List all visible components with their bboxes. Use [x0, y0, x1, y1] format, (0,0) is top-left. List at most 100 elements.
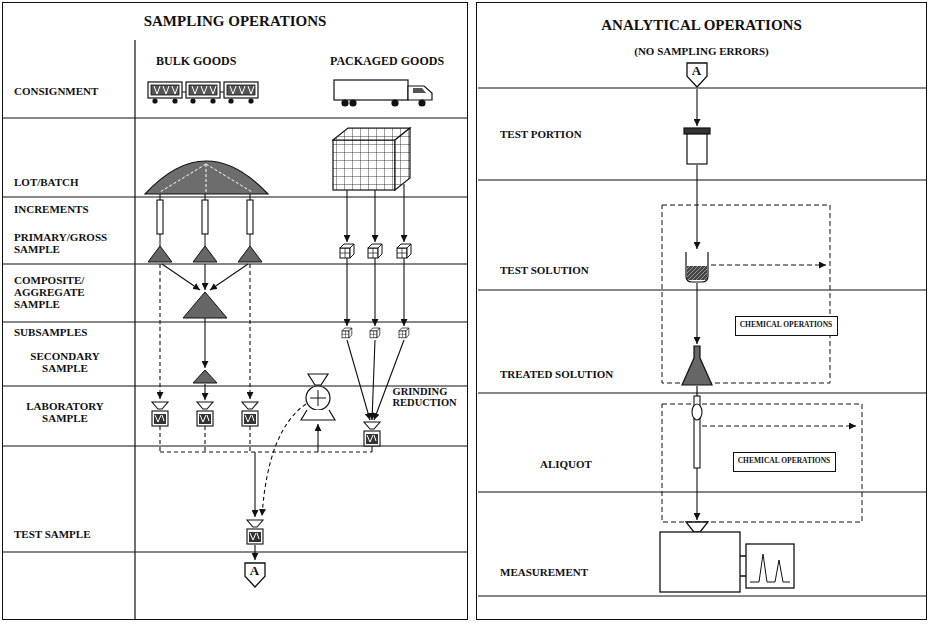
truck [334, 80, 432, 106]
row-label: TEST SAMPLE [14, 528, 91, 540]
railway-wagons-part [148, 82, 182, 104]
sampling-probes-part [202, 200, 208, 234]
process-label: CHEMICAL OPERATIONS [740, 321, 833, 329]
sample-merge-part [262, 404, 306, 516]
package-flow-part [372, 340, 375, 420]
grinding-label: GRINDING REDUCTION [393, 386, 467, 409]
sample-jars-part [242, 402, 258, 426]
connector-letter: A [686, 64, 708, 78]
bulk-pile [145, 161, 268, 194]
row-rules-part [134, 40, 135, 619]
pipette-part [692, 404, 702, 420]
sample-merge-part [160, 426, 372, 452]
row-label: LABORATORY SAMPLE [10, 400, 120, 424]
composite-piles [183, 292, 227, 383]
row-label: CONSIGNMENT [14, 85, 98, 97]
primary-piles [148, 234, 262, 262]
analysis-flow-part [696, 89, 697, 126]
row-label: PRIMARY/GROSS SAMPLE [14, 231, 126, 255]
sample-merge-part [317, 424, 318, 452]
sample-merge-part [254, 545, 255, 560]
column-heading: BULK GOODS [156, 55, 236, 68]
sampling-probes-part [247, 200, 253, 234]
flow-arrows [160, 264, 250, 400]
crate-stack-part [395, 128, 410, 190]
process-label: GRINDING REDUCTION [393, 386, 467, 409]
connector-flag: A [244, 562, 266, 588]
measuring-instrument-part [686, 522, 708, 532]
flask-part [682, 346, 712, 385]
panel-subheading: (NO SAMPLING ERRORS) [477, 45, 926, 57]
flag-shape [687, 63, 707, 87]
sample-merge-part [254, 452, 255, 517]
row-label: LOT/BATCH [14, 176, 79, 188]
flow-arrows-part [204, 264, 205, 290]
package-units-part [342, 328, 352, 338]
process-label: CHEMICAL OPERATIONS [738, 457, 831, 465]
row-label: TEST PORTION [500, 128, 582, 140]
row-label: TEST SOLUTION [500, 264, 589, 276]
package-flow-part [346, 190, 347, 242]
process-box: CHEMICAL OPERATIONS [735, 316, 838, 336]
connector-flag: A [686, 62, 708, 88]
flask-part [696, 386, 697, 396]
grinding-mill-part [306, 386, 330, 410]
grinding-mill-part [310, 390, 326, 406]
sampling-probes-part [157, 200, 163, 234]
crate-stack [333, 128, 410, 190]
flow-arrows-part [159, 264, 160, 399]
beaker [686, 252, 708, 282]
sample-jars [152, 402, 380, 544]
package-units-part [340, 244, 354, 258]
row-label: COMPOSITE/ AGGREGATE SAMPLE [14, 274, 109, 310]
test-portion-container-part [684, 128, 710, 134]
truck-part [419, 100, 425, 106]
measuring-instrument [660, 522, 794, 592]
sampling-probes [157, 194, 253, 234]
bulk-pile-part [160, 164, 252, 192]
connector-letter: A [244, 564, 266, 578]
row-rules-part [3, 118, 467, 552]
measuring-instrument-part [660, 532, 740, 592]
railway-wagons [148, 82, 258, 104]
measuring-instrument-part [750, 554, 790, 582]
test-portion-container-part [687, 134, 707, 164]
package-units-part [399, 328, 409, 338]
package-flow-part [403, 258, 404, 326]
panel-heading: ANALYTICAL OPERATIONS [477, 17, 926, 34]
sample-jars-part [197, 402, 213, 426]
pipette [692, 396, 702, 478]
measuring-instrument-part [740, 556, 746, 576]
truck-part [334, 80, 408, 100]
package-units-part [397, 244, 411, 258]
test-portion-container [684, 128, 710, 164]
package-flow-part [346, 258, 347, 326]
row-label: MEASUREMENT [500, 566, 588, 578]
column-heading: PACKAGED GOODS [330, 55, 444, 68]
package-flow [347, 184, 404, 420]
package-flow-part [374, 190, 375, 242]
row-label: INCREMENTS [14, 203, 89, 215]
grinding-mill-part [308, 374, 328, 385]
row-label: SECONDARY SAMPLE [10, 350, 120, 374]
row-rules [478, 88, 926, 596]
dashed-loops-part [662, 404, 862, 522]
analysis-flow-part [696, 478, 697, 520]
row-rules [3, 40, 467, 619]
row-rules-part [478, 88, 926, 596]
railway-wagons-part [182, 91, 224, 92]
operations-panel: ANALYTICAL OPERATIONS (NO SAMPLING ERRORS… [476, 2, 927, 620]
composite-piles-part [183, 292, 227, 318]
sampling-probes-part [160, 194, 250, 200]
flow-arrows-part [204, 318, 205, 368]
grinding-mill-part [301, 410, 335, 420]
truck-part [350, 100, 356, 106]
package-flow-part [403, 184, 404, 242]
dashed-loops [662, 205, 862, 522]
package-flow-part [347, 340, 370, 420]
primary-piles-part [238, 246, 262, 262]
sample-merge-part [371, 446, 372, 452]
dashed-loops-part [702, 426, 856, 427]
